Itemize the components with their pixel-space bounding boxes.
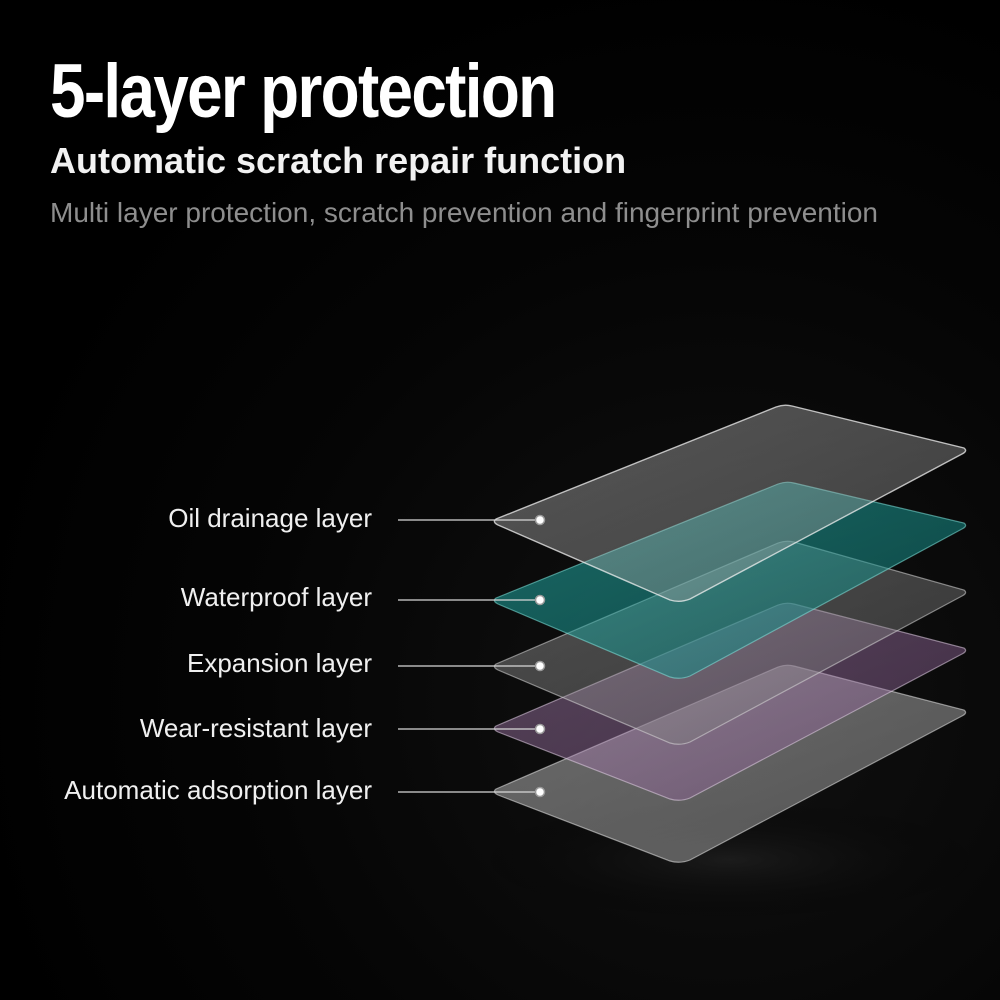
page-description: Multi layer protection, scratch preventi… [50, 197, 878, 228]
oil-drainage-leader-dot [534, 514, 546, 526]
oil-drainage-layer-sheet [493, 404, 967, 602]
page-subtitle: Automatic scratch repair function [50, 140, 627, 181]
page-title: 5-layer protection [50, 49, 557, 134]
expansion-leader-dot [534, 660, 546, 672]
waterproof-layer-label: Waterproof layer [180, 582, 372, 612]
automatic-adsorption-layer-label: Automatic adsorption layer [64, 775, 372, 805]
wear-resistant-layer-label: Wear-resistant layer [139, 713, 372, 743]
automatic-adsorption-leader-dot [534, 786, 546, 798]
expansion-layer-label: Expansion layer [187, 648, 372, 678]
waterproof-leader-dot [534, 594, 546, 606]
wear-resistant-leader-dot [534, 723, 546, 735]
oil-drainage-layer-label: Oil drainage layer [168, 503, 372, 533]
